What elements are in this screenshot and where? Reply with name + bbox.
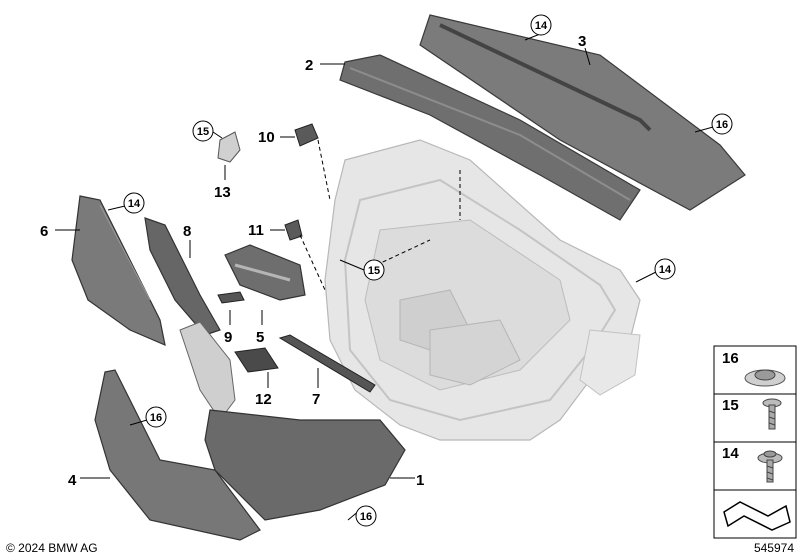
label-part-11: 11: [248, 222, 264, 239]
label-part-12: 12: [255, 391, 272, 408]
callout-15-upper: 15: [192, 120, 223, 142]
svg-text:14: 14: [535, 20, 548, 32]
callout-14-right: 14: [635, 258, 676, 283]
svg-text:16: 16: [150, 412, 162, 424]
part-5-door-handle: [224, 244, 306, 301]
part-13-bracket: [217, 131, 241, 163]
callout-16-bottom: 16: [347, 505, 377, 527]
label-part-10: 10: [258, 129, 275, 146]
door-frame-carrier: [324, 139, 641, 441]
screw-icon: [762, 398, 782, 430]
svg-text:16: 16: [716, 119, 728, 131]
label-part-1: 1: [416, 472, 424, 489]
label-part-8: 8: [183, 223, 191, 240]
callout-15-mid: 15: [339, 259, 385, 281]
part-group-arrow-icon: [723, 501, 791, 531]
copyright-text: © 2024 BMW AG: [6, 541, 98, 555]
nut-clip-icon: [744, 369, 786, 387]
fastener-legend: 16 15 14: [713, 345, 797, 539]
svg-text:15: 15: [197, 126, 209, 138]
diagram-number: 545974: [754, 541, 794, 555]
leader-lines: [55, 47, 591, 479]
legend-number-14: 14: [722, 445, 739, 462]
label-part-13: 13: [214, 184, 231, 201]
part-1-lower-trim: [204, 409, 406, 521]
part-2-upper-trim: [339, 54, 641, 221]
svg-text:15: 15: [368, 265, 380, 277]
svg-text:16: 16: [360, 511, 372, 523]
part-8-trim-strip: [144, 217, 221, 336]
label-part-9: 9: [224, 329, 232, 346]
svg-text:14: 14: [128, 198, 141, 210]
part-3-upper-trim: [419, 14, 746, 211]
label-part-4: 4: [68, 472, 77, 489]
part-6-speaker-trim: [71, 195, 166, 347]
part-11-clip: [284, 219, 303, 241]
part-12-panel: [234, 347, 279, 373]
part-10-clip: [294, 123, 319, 147]
legend-number-16: 16: [722, 350, 739, 367]
callout-14-top: 14: [524, 14, 552, 41]
label-part-6: 6: [40, 223, 48, 240]
label-part-7: 7: [312, 391, 320, 408]
part-4-lower-trim: [94, 369, 261, 541]
legend-number-15: 15: [722, 397, 739, 414]
part-7-strip: [278, 334, 376, 393]
label-part-3: 3: [578, 33, 586, 50]
collar-screw-icon: [757, 450, 783, 483]
svg-text:14: 14: [659, 264, 672, 276]
bracket: [179, 321, 236, 421]
part-9-switch: [217, 291, 245, 304]
label-part-5: 5: [256, 329, 264, 346]
callout-14-left: 14: [107, 192, 145, 214]
callout-16-left: 16: [129, 406, 167, 428]
label-part-2: 2: [305, 57, 313, 74]
callout-16-top: 16: [694, 113, 733, 135]
